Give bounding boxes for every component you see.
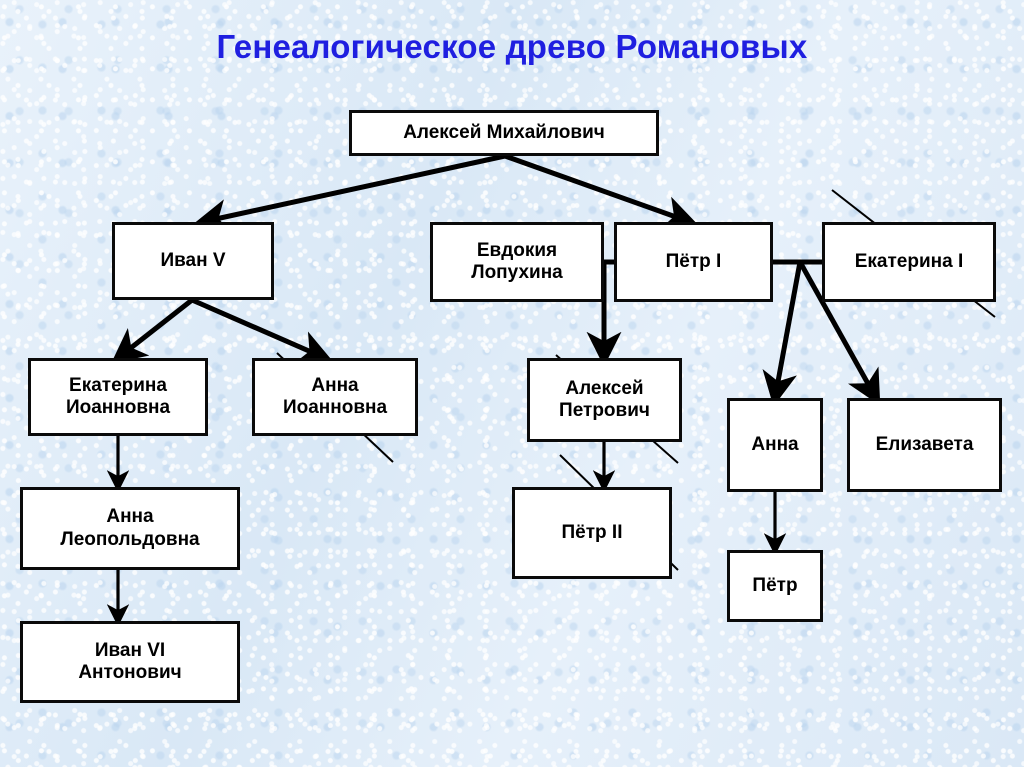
- node-label: Пётр I: [665, 250, 722, 272]
- edge-ivan-v-to-ekaterina-ioannovna: [111, 298, 194, 364]
- node-label: Алексей Петрович: [559, 377, 650, 421]
- node-petr[interactable]: Пётр: [727, 550, 823, 622]
- node-ekaterina-i[interactable]: Екатерина I: [822, 222, 996, 302]
- node-elizaveta[interactable]: Елизавета: [847, 398, 1002, 492]
- node-ivan-vi-antonovich[interactable]: Иван VI Антонович: [20, 621, 240, 703]
- node-aleksey-petrovich[interactable]: Алексей Петрович: [527, 358, 682, 442]
- node-label: Алексей Михайлович: [403, 121, 605, 143]
- edge-aleksey-to-petr-i: [504, 153, 699, 230]
- node-ivan-v[interactable]: Иван V: [112, 222, 274, 300]
- node-evdokiya-lopuhina[interactable]: Евдокия Лопухина: [430, 222, 604, 302]
- node-label: Пётр: [752, 574, 798, 596]
- edge-ivan-v-to-anna-ioannovna: [191, 297, 334, 364]
- edge-aleksey-to-ivan-v: [193, 153, 506, 234]
- node-label: Елизавета: [875, 433, 974, 455]
- node-petr-i[interactable]: Пётр I: [614, 222, 773, 302]
- node-label: Екатерина Иоанновна: [65, 374, 171, 418]
- node-label: Анна: [751, 433, 799, 455]
- node-ekaterina-ioannovna[interactable]: Екатерина Иоанновна: [28, 358, 208, 436]
- node-anna-leopoldovna[interactable]: Анна Леопольдовна: [20, 487, 240, 570]
- node-anna[interactable]: Анна: [727, 398, 823, 492]
- node-label: Пётр II: [561, 521, 623, 543]
- node-label: Анна Леопольдовна: [60, 506, 200, 550]
- node-petr-ii[interactable]: Пётр II: [512, 487, 672, 579]
- node-label: Иван VI Антонович: [78, 639, 182, 683]
- node-label: Иван V: [160, 249, 226, 271]
- node-aleksey-mihaylovich[interactable]: Алексей Михайлович: [349, 110, 659, 156]
- node-label: Анна Иоанновна: [282, 374, 388, 418]
- edge-petr-i-to-anna: [762, 261, 803, 407]
- node-label: Екатерина I: [854, 250, 964, 272]
- page-title: Генеалогическое древо Романовых: [216, 28, 808, 65]
- node-anna-ioannovna[interactable]: Анна Иоанновна: [252, 358, 418, 436]
- node-label: Евдокия Лопухина: [471, 239, 563, 283]
